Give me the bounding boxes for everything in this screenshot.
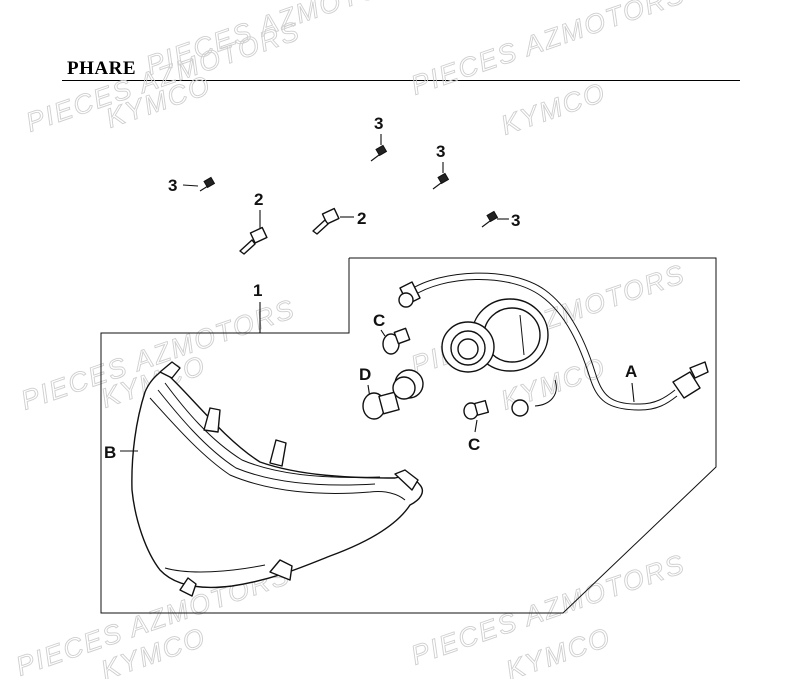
watermark-group: PIECES AZMOTORS PIECES AZMOTORS PIECES A…: [12, 0, 690, 679]
callout-b: B: [104, 443, 116, 462]
callout-3: 3: [168, 176, 177, 195]
bolt-2-center: 2: [312, 207, 366, 235]
headlight-housing: B: [104, 361, 424, 597]
watermark-text: KYMCO: [497, 77, 610, 141]
screw-3-right-top: 3: [432, 142, 450, 190]
screw-3-top: 3: [370, 114, 388, 162]
callout-c: C: [373, 311, 385, 330]
bulb-c-top: C: [373, 311, 411, 355]
socket-assembly: [441, 298, 549, 373]
bolt-2-left: 2: [239, 190, 268, 255]
callout-2: 2: [357, 209, 366, 228]
screw-3-left: 3: [168, 176, 216, 195]
callout-3: 3: [436, 142, 445, 161]
callout-1: 1: [253, 281, 262, 300]
callout-3: 3: [374, 114, 383, 133]
bulb-d: D: [359, 365, 424, 420]
callout-2: 2: [254, 190, 263, 209]
screw-3-right: 3: [481, 210, 520, 230]
watermark-text: PIECES AZMOTORS: [22, 16, 304, 138]
title-underline: [62, 80, 740, 81]
callout-a: A: [625, 362, 637, 381]
bulb-c-bottom: C: [463, 399, 490, 454]
page-title: PHARE: [67, 58, 136, 79]
callout-d: D: [359, 365, 371, 384]
callout-3: 3: [511, 211, 520, 230]
wiring-harness: A: [398, 272, 709, 417]
watermark-text: PIECES AZMOTORS: [407, 0, 689, 101]
assembly-frame: [100, 257, 717, 614]
callout-c: C: [468, 435, 480, 454]
